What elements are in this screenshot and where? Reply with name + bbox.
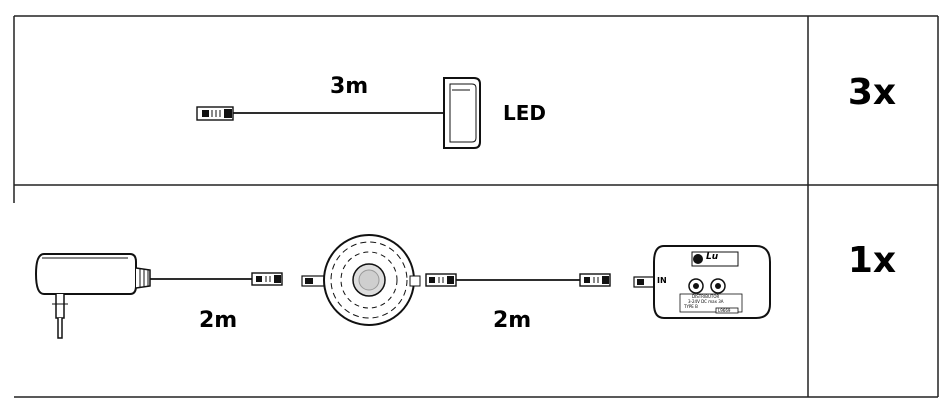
connector-plug-icon xyxy=(579,273,611,287)
quantity-row-2: 1x xyxy=(847,240,897,281)
distributor-port-label: IN xyxy=(657,276,667,285)
distributor-brand: Lu xyxy=(706,252,719,262)
cable-length-right-label: 2m xyxy=(493,308,532,333)
distributor-type: TYPE B xyxy=(684,304,698,309)
connector-plug-icon xyxy=(196,106,234,121)
distributor-title: DISTRIBUTOR xyxy=(692,294,720,299)
quantity-row-1: 3x xyxy=(847,72,897,113)
led-label: LED xyxy=(503,101,547,125)
distributor-box-icon xyxy=(633,245,771,319)
power-adapter-icon xyxy=(34,253,151,339)
connector-plug-icon xyxy=(251,272,283,286)
cable-length-left-label: 2m xyxy=(199,308,238,333)
distributor-code: L9669 xyxy=(718,308,731,313)
cable-length-label: 3m xyxy=(330,74,369,99)
round-switch-icon xyxy=(301,234,421,326)
distributor-spec: 3-24V DC max 3A xyxy=(688,299,724,304)
connector-plug-icon xyxy=(425,273,457,287)
led-light-icon xyxy=(443,77,481,149)
